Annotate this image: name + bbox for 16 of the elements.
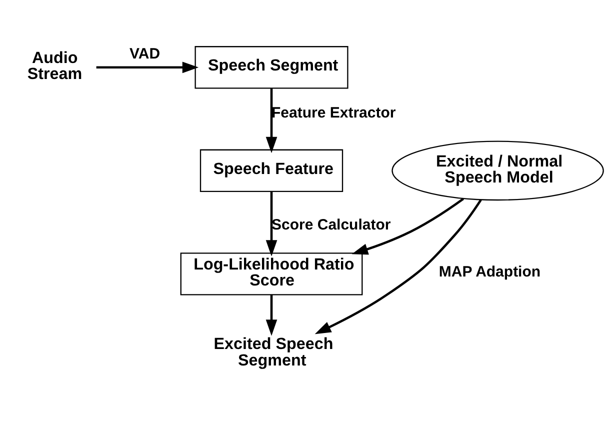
node-box: Speech Segment bbox=[194, 46, 348, 89]
arrow bbox=[266, 295, 278, 336]
node-box: Log-Likelihood Ratio Score bbox=[180, 252, 363, 296]
node-text: Excited Speech Segment bbox=[214, 335, 334, 370]
arrow bbox=[314, 199, 482, 334]
arrow bbox=[266, 192, 278, 256]
arrow bbox=[96, 62, 199, 74]
node-ellipse: Excited / Normal Speech Model bbox=[392, 140, 604, 201]
edge-label: MAP Adaption bbox=[438, 264, 541, 281]
edge-label: VAD bbox=[130, 46, 160, 63]
edge-label: Score Calculator bbox=[272, 216, 391, 234]
node-text: Audio Stream bbox=[27, 49, 82, 84]
node-box: Speech Feature bbox=[200, 149, 344, 192]
arrow bbox=[266, 88, 278, 154]
edge-label: Feature Extractor bbox=[272, 104, 396, 122]
arrow bbox=[352, 198, 464, 255]
